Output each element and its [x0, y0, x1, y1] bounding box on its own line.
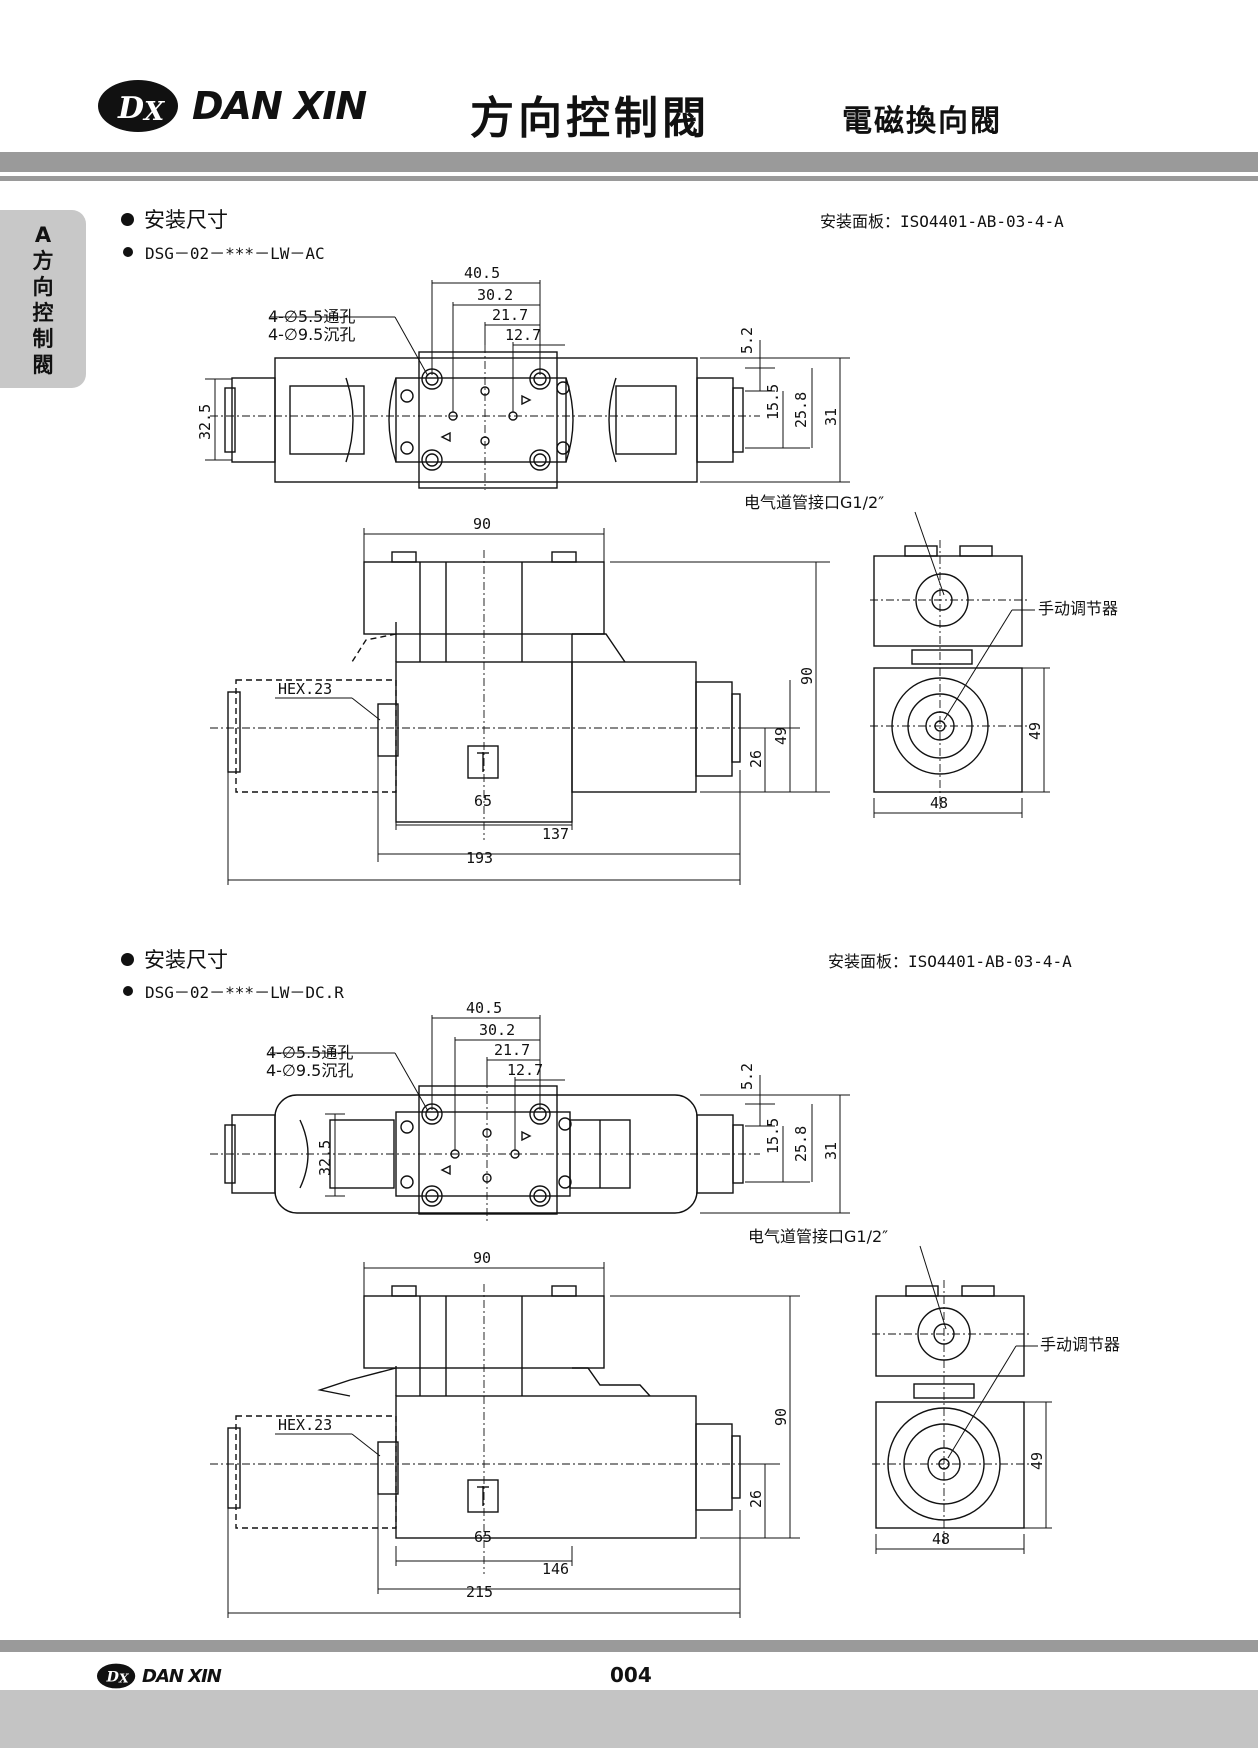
dim-label: 65 — [474, 1528, 492, 1546]
dim-label: 21.7 — [492, 306, 528, 324]
footer-logo: D X DAN XIN — [96, 1662, 222, 1690]
brand-logo-icon: D X — [98, 80, 178, 132]
dim-label: 12.7 — [505, 326, 541, 344]
header-divider-thick — [0, 152, 1258, 172]
brand-name: DAN XIN — [192, 84, 367, 128]
section-1-heading-text: 安装尺寸 — [144, 208, 228, 232]
hex-label: HEX.23 — [278, 680, 332, 698]
footer-band — [0, 1690, 1258, 1748]
dim-label: 40.5 — [466, 999, 502, 1017]
section-2-top-view: 40.5 30.2 21.7 12.7 5.2 15.5 25.8 31 32.… — [210, 999, 850, 1224]
dim-label: 5.2 — [738, 1063, 756, 1090]
section-2-heading-text: 安装尺寸 — [144, 948, 228, 972]
page-subtitle: 電磁換向閥 — [842, 104, 1002, 139]
section-2-side-view: 49 48 电气道管接口G1/2″ 手动调节器 — [748, 1227, 1120, 1554]
section-1-drawing: 40.5 30.2 21.7 12.7 5.2 15.5 25.8 31 32.… — [196, 264, 1118, 885]
electric-port-label: 电气道管接口G1/2″ — [748, 1227, 888, 1246]
dim-label: 26 — [747, 1490, 765, 1508]
section-2-front-view: 90 90 26 65 146 215 HEX.23 — [210, 1249, 800, 1618]
svg-text:X: X — [118, 1671, 130, 1686]
dim-label: 31 — [822, 1142, 840, 1160]
dim-label: 90 — [473, 515, 491, 533]
bullet-icon — [123, 247, 133, 257]
brand-logo-icon: D X — [96, 1663, 136, 1689]
footer-brand-name: DAN XIN — [142, 1665, 222, 1687]
section-1-plate: 安装面板：ISO4401-AB-03-4-A — [820, 212, 1064, 231]
header-logo: D X DAN XIN — [96, 78, 367, 134]
bullet-icon — [123, 986, 133, 996]
dim-label: 90 — [473, 1249, 491, 1267]
dim-label: 31 — [822, 408, 840, 426]
hole-note-counterbore: 4-∅9.5沉孔 — [268, 325, 355, 344]
hole-note-through: 4-∅5.5通孔 — [266, 1043, 353, 1062]
section-1-top-view: 40.5 30.2 21.7 12.7 5.2 15.5 25.8 31 32.… — [196, 264, 850, 490]
dim-label: 40.5 — [464, 264, 500, 282]
dim-label: 137 — [542, 825, 569, 843]
hole-note-through: 4-∅5.5通孔 — [268, 307, 355, 326]
section-2-plate: 安装面板：ISO4401-AB-03-4-A — [828, 952, 1072, 971]
dim-label: 15.5 — [764, 1118, 782, 1154]
svg-text:X: X — [142, 97, 166, 127]
manual-override-label: 手动调节器 — [1038, 599, 1118, 618]
hole-note-counterbore: 4-∅9.5沉孔 — [266, 1061, 353, 1080]
bullet-icon — [121, 952, 134, 966]
footer-divider — [0, 1640, 1258, 1652]
dim-label: 49 — [1026, 722, 1044, 740]
dim-label: 25.8 — [792, 392, 810, 428]
dim-label: 30.2 — [479, 1021, 515, 1039]
side-tab-char: A — [34, 223, 52, 247]
section-1-model-text: DSG－02－***－LW－AC — [145, 244, 325, 263]
svg-text:D: D — [117, 91, 144, 126]
dim-label: 215 — [466, 1583, 493, 1601]
dim-label: 25.8 — [792, 1126, 810, 1162]
dim-label: 5.2 — [738, 327, 756, 354]
page-title: 方向控制閥 — [470, 93, 710, 144]
side-tab-char: 向 — [32, 275, 54, 299]
section-2-model: DSG－02－***－LW－DC.R — [123, 979, 344, 1003]
dim-label: 48 — [932, 1530, 950, 1548]
dim-label: 193 — [466, 849, 493, 867]
side-tab-char: 閥 — [32, 353, 54, 377]
section-1-model: DSG－02－***－LW－AC — [123, 240, 325, 264]
section-1-side-view: 49 48 电气道管接口G1/2″ 手动调节器 — [744, 493, 1118, 818]
section-1-front-view: 90 90 49 26 65 137 193 HEX.23 — [210, 515, 830, 885]
dim-label: 12.7 — [507, 1061, 543, 1079]
page-number: 004 — [610, 1663, 652, 1687]
dim-label: 49 — [772, 727, 790, 745]
dim-label: 48 — [930, 794, 948, 812]
dim-label: 21.7 — [494, 1041, 530, 1059]
svg-text:D: D — [106, 1670, 120, 1686]
side-category-tab[interactable]: A 方 向 控 制 閥 — [0, 210, 86, 388]
dim-label: 49 — [1028, 1452, 1046, 1470]
electric-port-label: 电气道管接口G1/2″ — [744, 493, 884, 512]
dim-label: 65 — [474, 792, 492, 810]
dim-label: 15.5 — [764, 384, 782, 420]
side-tab-char: 方 — [32, 249, 54, 273]
dim-label: 90 — [798, 667, 816, 685]
dim-label: 30.2 — [477, 286, 513, 304]
dim-label: 32.5 — [316, 1140, 334, 1176]
hex-label: HEX.23 — [278, 1416, 332, 1434]
dim-label: 26 — [747, 750, 765, 768]
manual-override-label: 手动调节器 — [1040, 1335, 1120, 1354]
valve-body-outline — [274, 357, 698, 483]
section-1-heading: 安装尺寸 — [121, 204, 228, 234]
bullet-icon — [121, 212, 134, 226]
side-tab-char: 控 — [32, 301, 54, 325]
side-tab-char: 制 — [32, 327, 54, 351]
section-2-drawing: 40.5 30.2 21.7 12.7 5.2 15.5 25.8 31 32.… — [210, 999, 1120, 1618]
dim-label: 90 — [772, 1408, 790, 1426]
dim-label: 146 — [542, 1560, 569, 1578]
header-divider-thin — [0, 176, 1258, 181]
section-2-heading: 安装尺寸 — [121, 944, 228, 974]
dim-label: 32.5 — [196, 404, 214, 440]
section-2-model-text: DSG－02－***－LW－DC.R — [145, 983, 344, 1002]
